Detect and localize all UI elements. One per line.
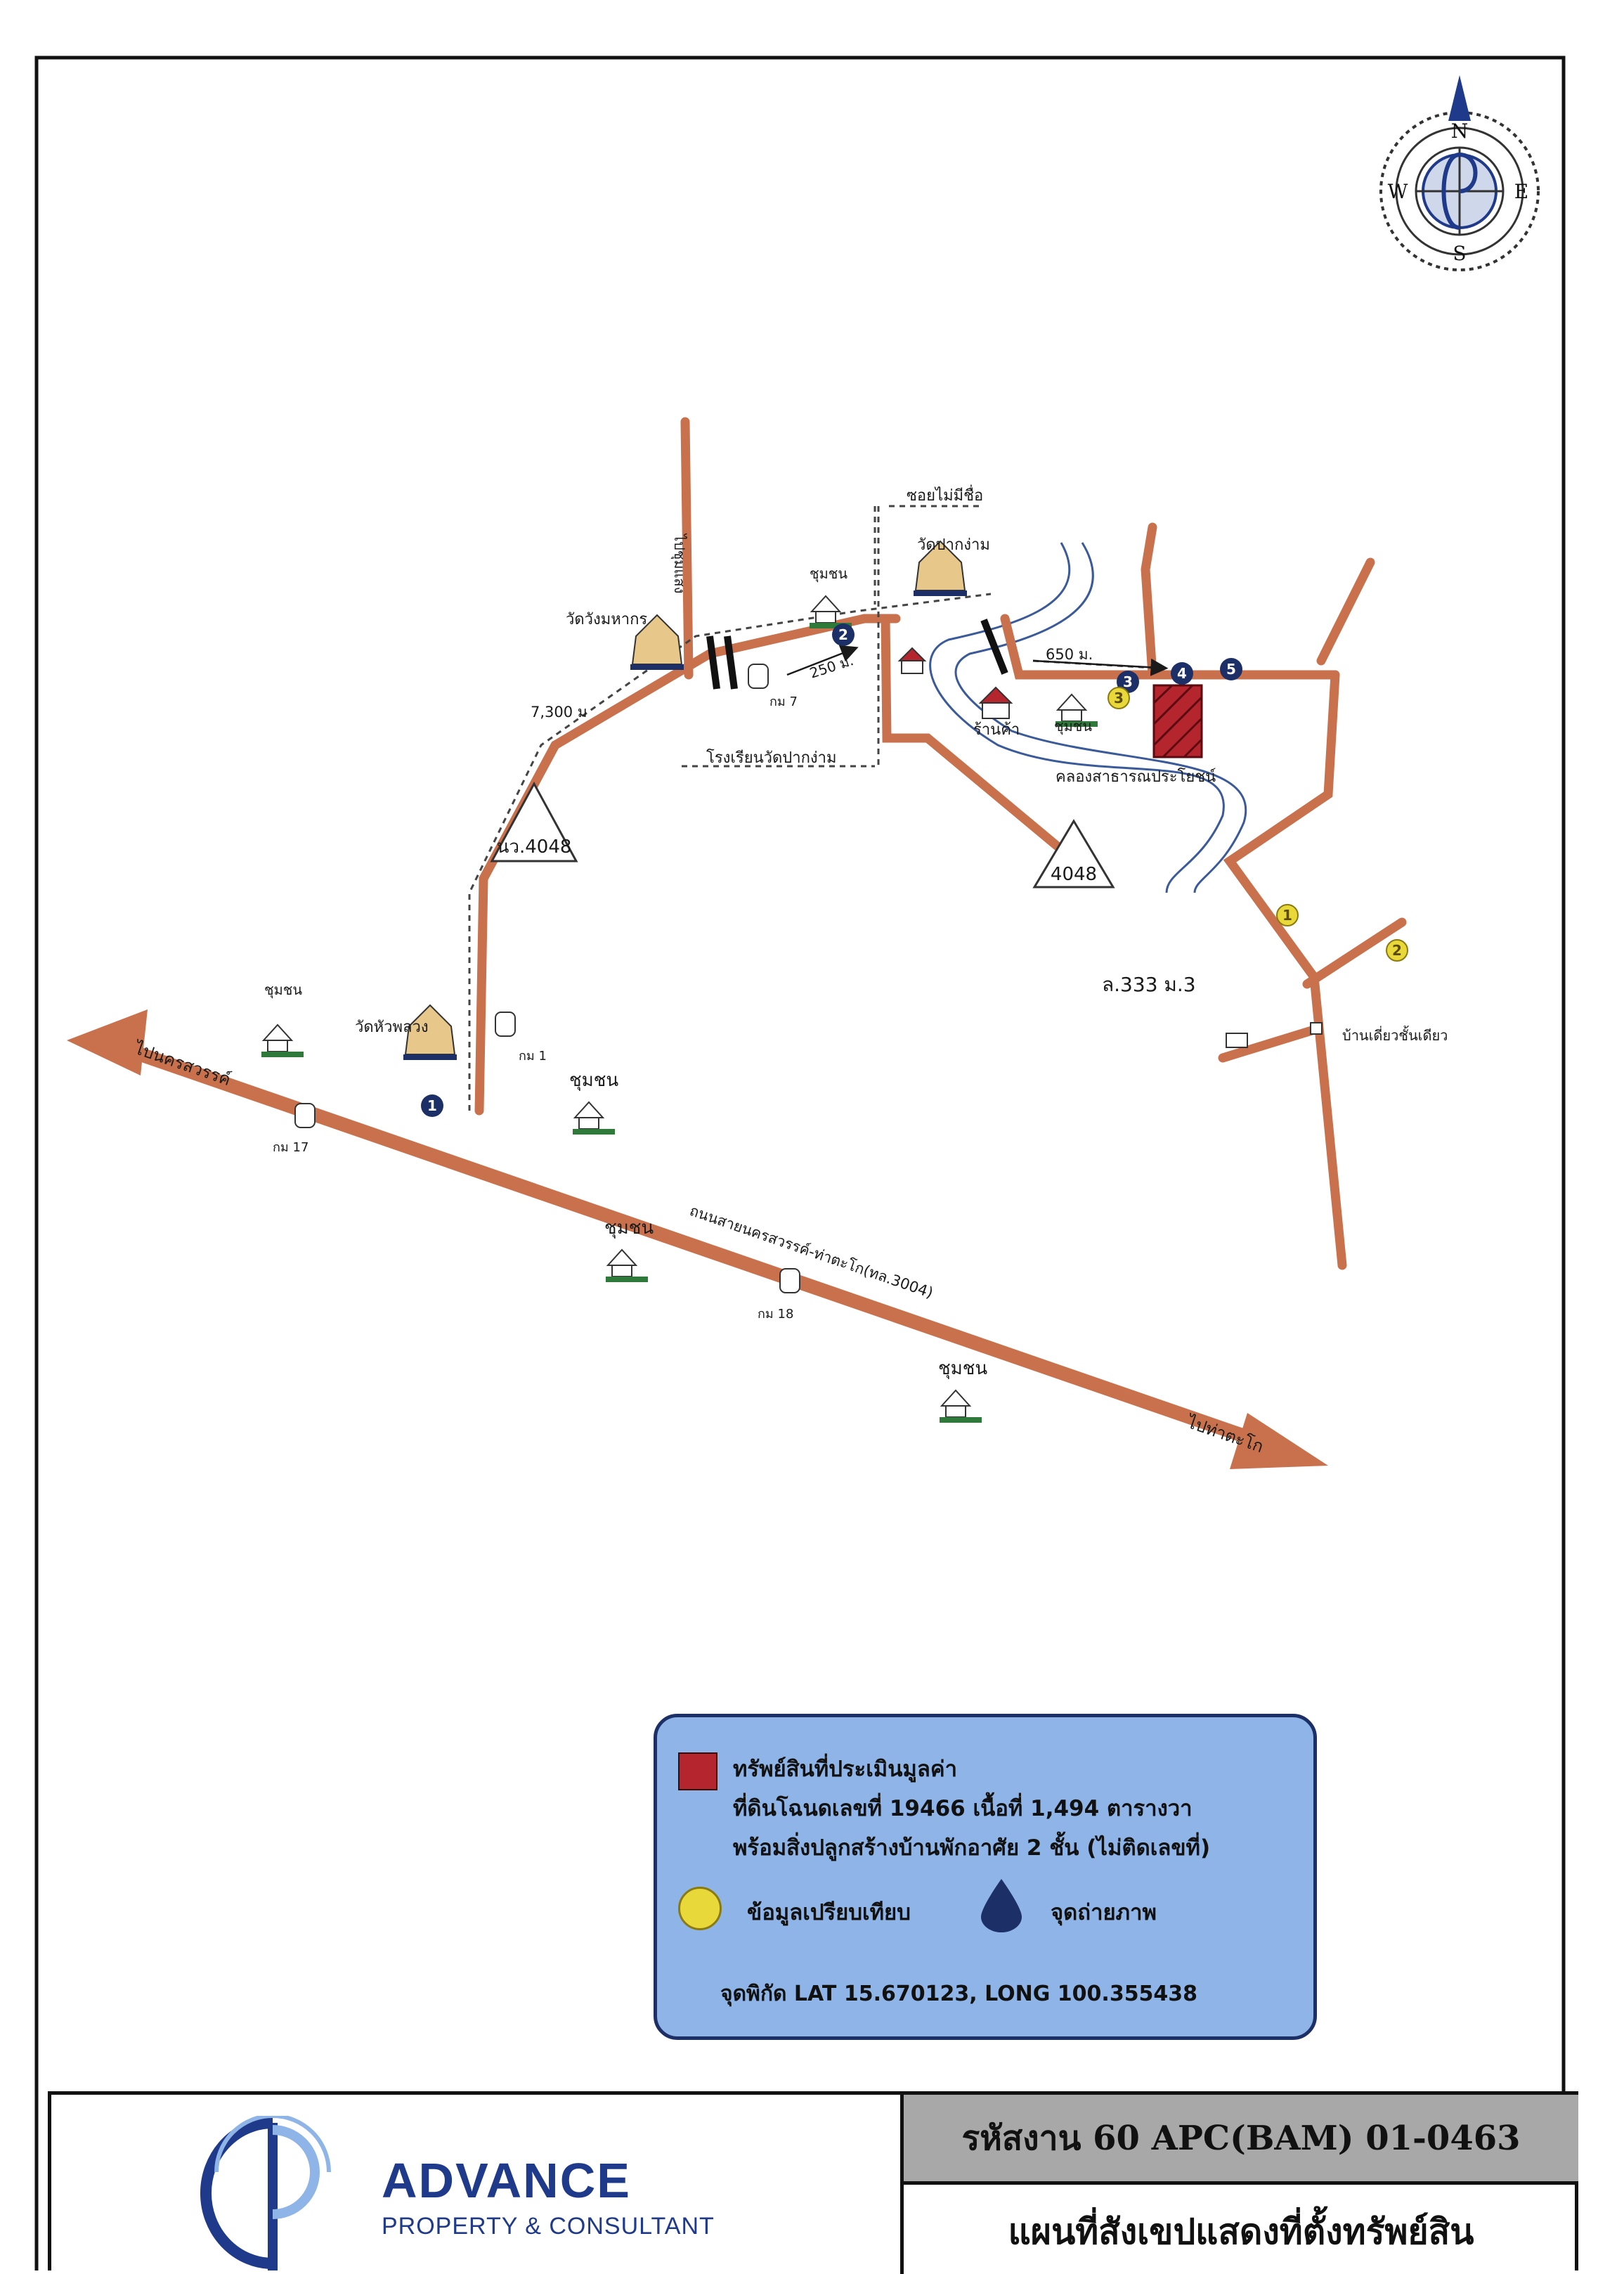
label-school: โรงเรียนวัดปากง่าม	[706, 749, 837, 767]
label-community: ชุมชน	[264, 981, 302, 999]
route-shield-4048-a: นว.4048	[490, 781, 578, 863]
label-canal: คลองสาธารณประโยชน์	[1055, 768, 1216, 786]
distance-arrows	[786, 645, 1169, 676]
map-legend: ทรัพย์สินที่ประเมินมูลค่า ที่ดินโฉนดเลขท…	[654, 1714, 1317, 2040]
shop-icon	[897, 647, 1013, 719]
black-road-segments	[706, 619, 1008, 690]
route-dashed	[468, 505, 1153, 1111]
company-subtitle: PROPERTY & CONSULTANT	[382, 2213, 715, 2240]
photo-point-1	[421, 1094, 443, 1117]
label-one-story-house: บ้านเดี่ยวชั้นเดียว	[1342, 1026, 1448, 1044]
photo-point-5	[1220, 658, 1242, 680]
subject-swatch	[678, 1752, 717, 1790]
label-community: ชุมชน	[604, 1217, 654, 1239]
label-l333: ล.333 ม.3	[1102, 973, 1196, 996]
label-shop: ร้านค้า	[973, 721, 1020, 739]
legend-coords: จุดพิกัด LAT 15.670123, LONG 100.355438	[720, 1982, 1198, 2006]
compass-icon: N S E W	[1379, 75, 1540, 271]
canal	[929, 542, 1247, 893]
legend-comparable-label: ข้อมูลเปรียบเทียบ	[747, 1900, 911, 1925]
photo-point-2	[832, 624, 855, 646]
photo-point-4	[1171, 662, 1193, 685]
job-code: รหัสงาน 60 APC(BAM) 01-0463	[961, 2118, 1521, 2158]
local-roads	[474, 417, 1407, 1270]
temple-icon-pak-ngam	[914, 540, 967, 596]
map-labels: ไปนครสวรรค์ ไปท่าตะโก ถนนสายนครสวรรค์-ท่…	[131, 484, 1448, 1456]
photo-point-label: 1	[427, 1097, 437, 1114]
comparable-labels: 1 2 3	[1114, 690, 1402, 959]
main-highway	[67, 1009, 1328, 1469]
photo-drop-icon	[981, 1879, 1022, 1932]
label-community: ชุมชน	[1054, 718, 1092, 735]
company-name: ADVANCE	[382, 2153, 631, 2208]
temple-icon-wang-maha	[630, 614, 684, 670]
comparable-label: 2	[1392, 942, 1402, 959]
title-block: ADVANCE PROPERTY & CONSULTANT รหัสงาน 60…	[48, 2091, 1578, 2274]
photo-point-label: 2	[838, 626, 848, 643]
legend-building-line: พร้อมสิ่งปลูกสร้างบ้านพักอาศัย 2 ชั้น (ไ…	[733, 1835, 1211, 1861]
km-marker-icons	[294, 664, 1323, 1293]
community-grass	[261, 623, 1098, 1423]
label-wat-hua-phlong: วัดหัวพลวง	[355, 1019, 429, 1036]
label-wat-pak-ngam: วัดปากง่าม	[917, 536, 990, 554]
compass-e: E	[1514, 180, 1528, 203]
label-distance-650: 650 ม.	[1046, 646, 1093, 663]
comparable-2	[1386, 939, 1408, 962]
route-label-4048-a: นว.4048	[497, 836, 572, 858]
community-house-icon	[261, 595, 1088, 1418]
subject-parcel	[1152, 684, 1203, 758]
label-km7: กม 7	[769, 695, 798, 709]
route-shield-4048-b: 4048	[1032, 819, 1115, 889]
comparable-3	[1107, 687, 1130, 709]
label-unnamed-soi: ซอยไม่มีชื่อ	[907, 484, 983, 505]
photo-point-label: 3	[1123, 673, 1133, 690]
photo-point-label: 5	[1226, 661, 1236, 678]
label-km17: กม 17	[273, 1140, 308, 1155]
label-community: ชุมชน	[938, 1358, 987, 1379]
footer-divider	[900, 2095, 904, 2274]
route-label-4048-b: 4048	[1051, 864, 1097, 885]
comparable-label: 1	[1282, 907, 1292, 924]
label-wat-wang-maha: วัดวังมหากร	[566, 611, 647, 628]
comparable-label: 3	[1114, 690, 1124, 706]
comparable-1	[1276, 904, 1299, 926]
compass-n: N	[1451, 119, 1469, 143]
plan-title: แผนที่สังเขปแสดงที่ตั้งทรัพย์สิน	[1008, 2210, 1474, 2252]
photo-point-label: 4	[1177, 665, 1187, 682]
label-km1: กม 1	[519, 1049, 547, 1064]
compass-s: S	[1453, 242, 1466, 265]
label-community: ชุมชน	[569, 1070, 618, 1091]
label-distance-250: 250 ม.	[807, 652, 855, 682]
label-km18: กม 18	[758, 1307, 793, 1322]
label-road-north: ไปชุมแสง	[670, 533, 688, 593]
legend-appraised-title: ทรัพย์สินที่ประเมินมูลค่า	[733, 1757, 958, 1782]
company-logo-icon	[200, 2116, 331, 2270]
page-frame	[34, 56, 1566, 2270]
temple-icon-hua-phlong	[403, 1004, 457, 1060]
label-community: ชุมชน	[810, 565, 847, 583]
label-distance-7300: 7,300 ม	[531, 704, 587, 721]
photo-point-labels: 1 2 3 4 5	[427, 626, 1236, 1114]
compass-w: W	[1388, 180, 1408, 203]
legend-deed-line: ที่ดินโฉนดเลขที่ 19466 เนื้อที่ 1,494 ตา…	[733, 1796, 1193, 1821]
job-code-box: รหัสงาน 60 APC(BAM) 01-0463	[904, 2095, 1578, 2185]
legend-photo-label: จุดถ่ายภาพ	[1051, 1900, 1157, 1925]
comparable-markers	[1107, 687, 1408, 962]
comparable-legend-dot	[678, 1887, 722, 1930]
photo-point-markers	[421, 624, 1242, 1117]
